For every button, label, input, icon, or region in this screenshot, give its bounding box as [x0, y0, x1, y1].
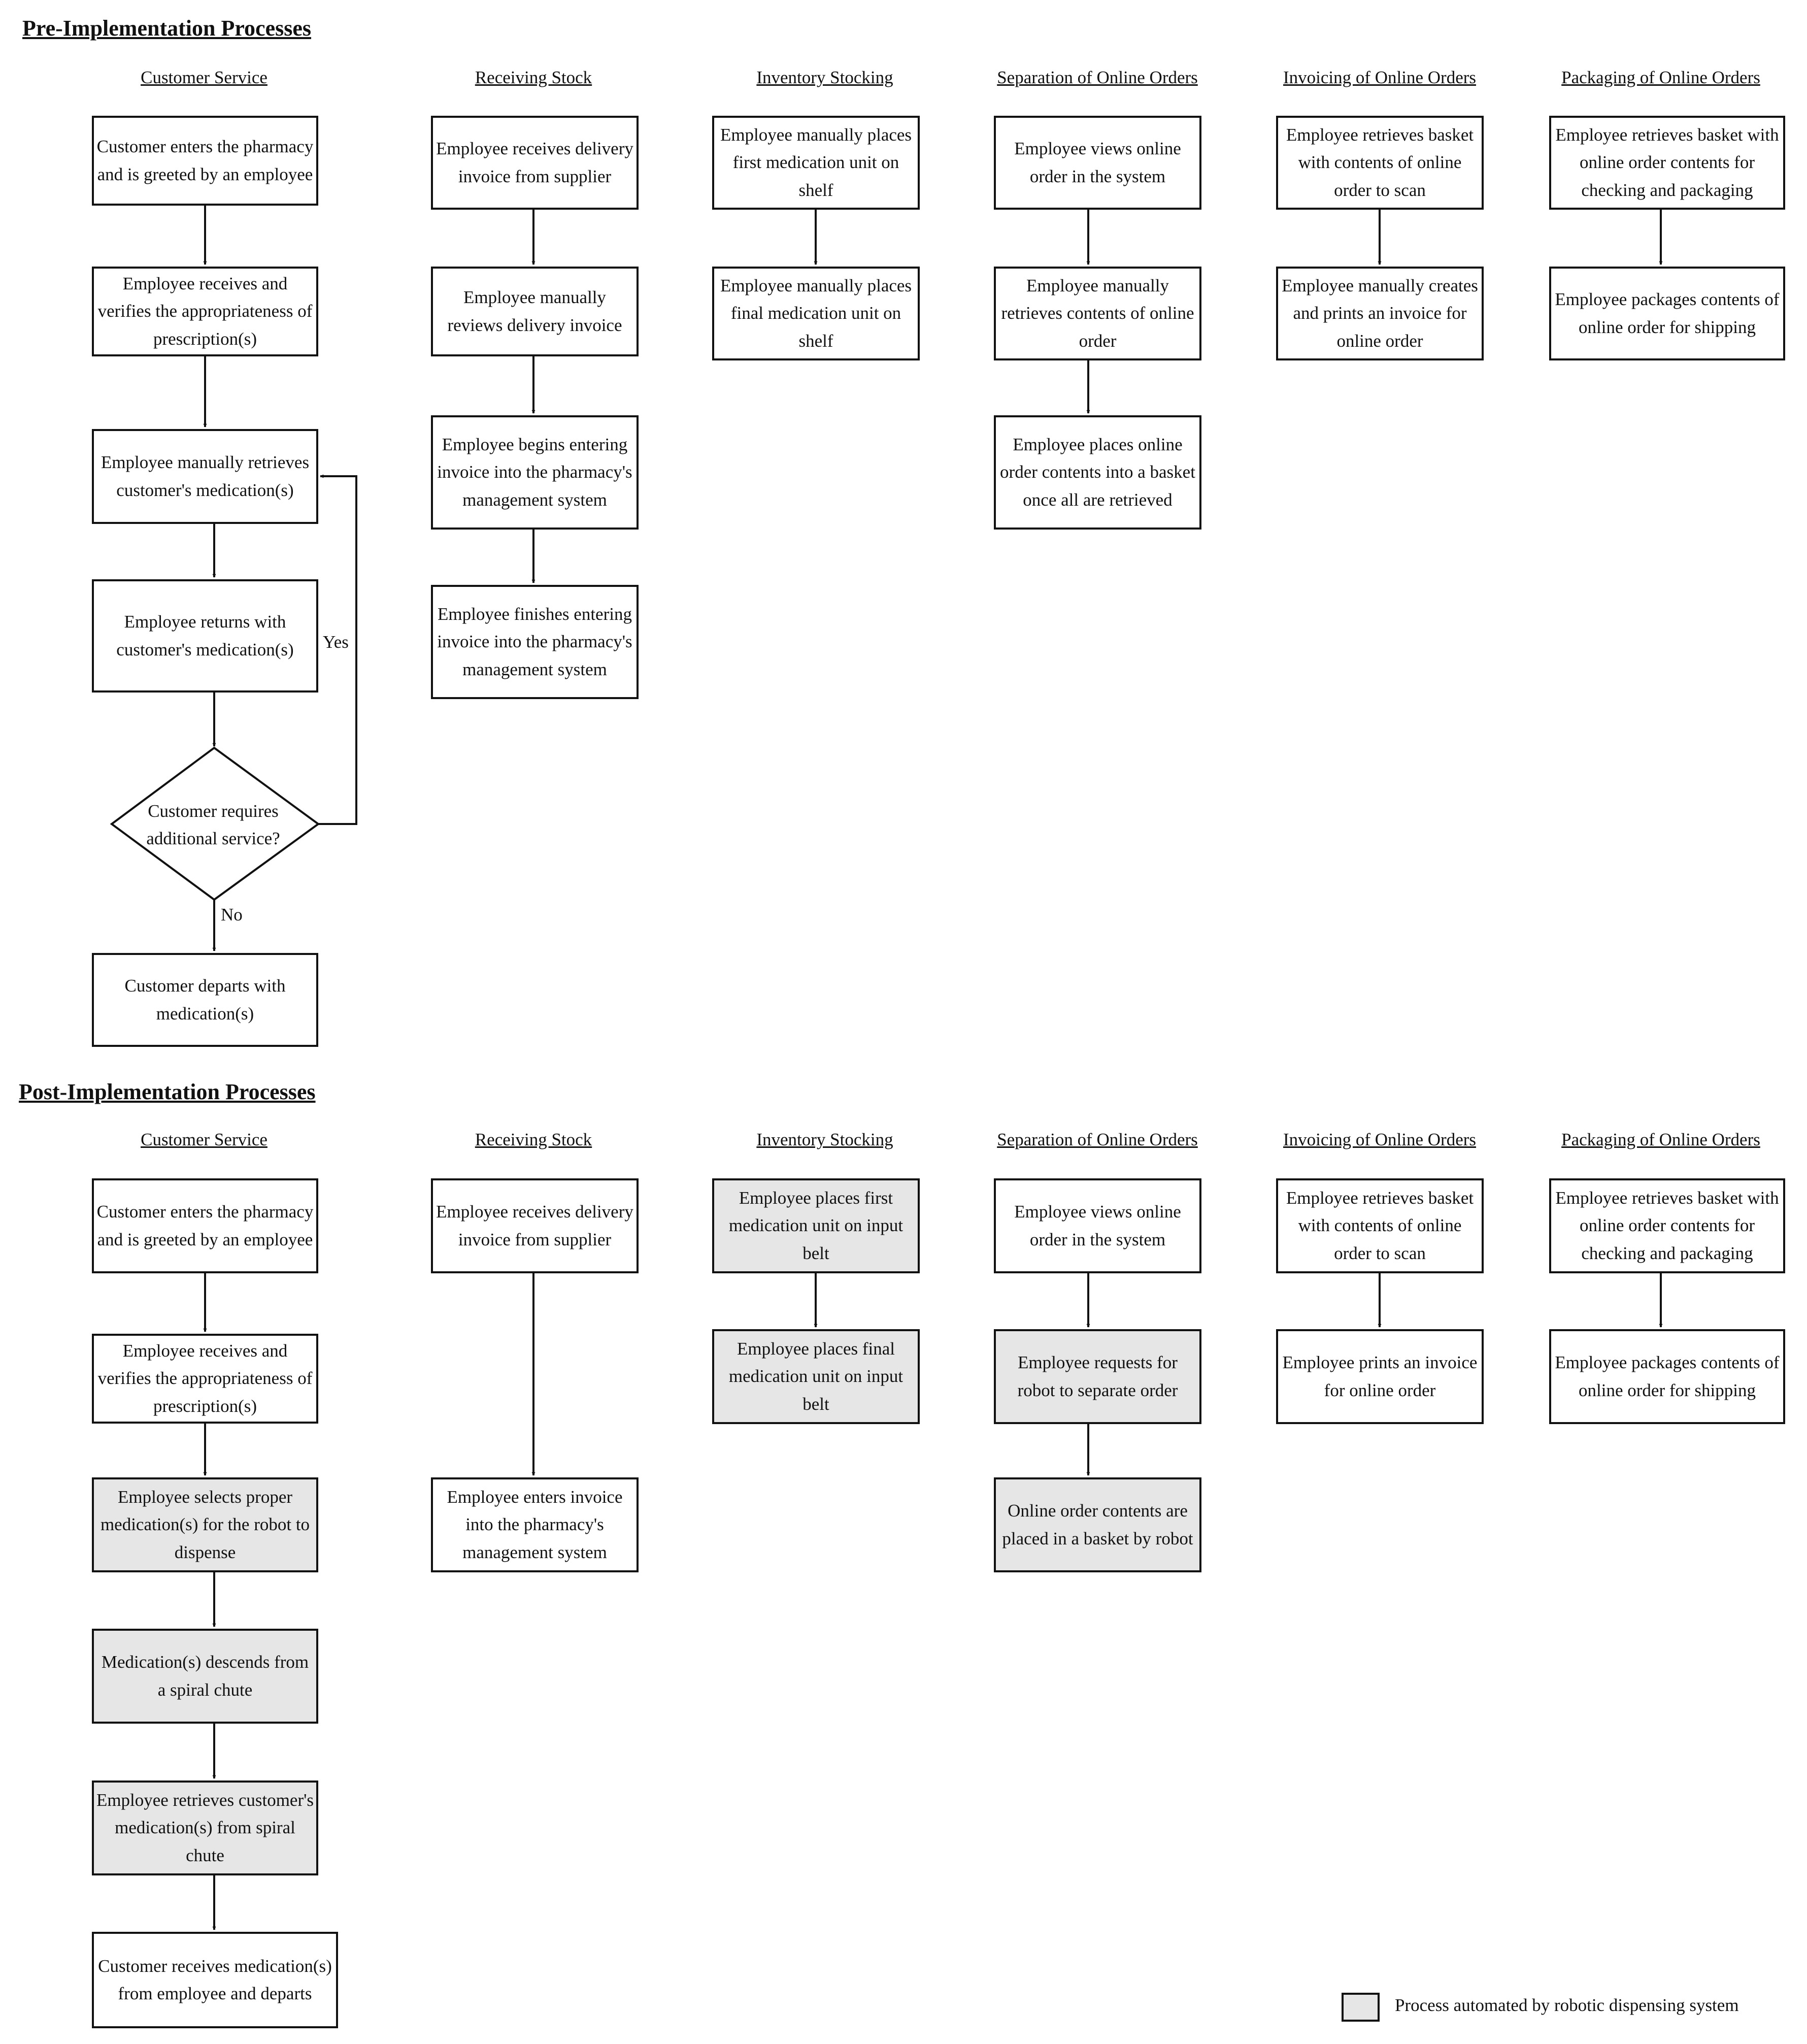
decision-no-label: No — [221, 905, 243, 925]
post-col-title-packaging: Packaging of Online Orders — [1561, 1130, 1760, 1149]
post-so-step-2-automated: Employee requests for robot to separate … — [994, 1329, 1201, 1424]
post-po-step-1: Employee retrieves basket with online or… — [1549, 1178, 1785, 1273]
post-is-step-2-automated: Employee places final medication unit on… — [712, 1329, 920, 1424]
decision-yes-label: Yes — [323, 632, 349, 652]
pre-rs-step-1: Employee receives delivery invoice from … — [431, 116, 639, 210]
post-section-title: Post-Implementation Processes — [19, 1079, 316, 1104]
pre-rs-step-4: Employee finishes entering invoice into … — [431, 585, 639, 699]
post-cs-step-1: Customer enters the pharmacy and is gree… — [92, 1178, 318, 1273]
pre-so-step-1: Employee views online order in the syste… — [994, 116, 1201, 210]
post-io-step-1: Employee retrieves basket with contents … — [1276, 1178, 1484, 1273]
pre-is-step-1: Employee manually places first medicatio… — [712, 116, 920, 210]
pre-col-title-packaging: Packaging of Online Orders — [1561, 68, 1760, 87]
pre-col-title-receiving-stock: Receiving Stock — [475, 68, 592, 87]
pre-col-title-inventory-stocking: Inventory Stocking — [756, 68, 893, 87]
pre-col-title-customer-service: Customer Service — [141, 68, 267, 87]
post-col-title-inventory-stocking: Inventory Stocking — [756, 1130, 893, 1149]
pre-io-step-2: Employee manually creates and prints an … — [1276, 267, 1484, 360]
pre-po-step-1: Employee retrieves basket with online or… — [1549, 116, 1785, 210]
pre-rs-step-2: Employee manually reviews delivery invoi… — [431, 267, 639, 356]
pre-cs-step-6: Customer departs with medication(s) — [92, 953, 318, 1047]
post-io-step-2: Employee prints an invoice for online or… — [1276, 1329, 1484, 1424]
post-is-step-1-automated: Employee places first medication unit on… — [712, 1178, 920, 1273]
post-col-title-customer-service: Customer Service — [141, 1130, 267, 1149]
post-col-title-separation: Separation of Online Orders — [997, 1130, 1198, 1149]
post-so-step-1: Employee views online order in the syste… — [994, 1178, 1201, 1273]
post-cs-step-6: Customer receives medication(s) from emp… — [92, 1932, 338, 2028]
pre-io-step-1: Employee retrieves basket with contents … — [1276, 116, 1484, 210]
legend-automated-label: Process automated by robotic dispensing … — [1395, 1995, 1739, 2015]
pre-rs-step-3: Employee begins entering invoice into th… — [431, 415, 639, 530]
pre-col-title-invoicing: Invoicing of Online Orders — [1283, 68, 1477, 87]
pre-cs-decision: Customer requires additional service? — [146, 801, 280, 848]
post-cs-step-3-automated: Employee selects proper medication(s) fo… — [92, 1477, 318, 1572]
pre-cs-yes-loop — [318, 474, 357, 825]
post-col-title-invoicing: Invoicing of Online Orders — [1283, 1130, 1477, 1149]
pre-so-step-3: Employee places online order contents in… — [994, 415, 1201, 530]
post-rs-step-2: Employee enters invoice into the pharmac… — [431, 1477, 639, 1572]
pre-col-title-separation: Separation of Online Orders — [997, 68, 1198, 87]
post-po-step-2: Employee packages contents of online ord… — [1549, 1329, 1785, 1424]
pre-po-step-2: Employee packages contents of online ord… — [1549, 267, 1785, 360]
pre-so-step-2: Employee manually retrieves contents of … — [994, 267, 1201, 360]
legend-automated-swatch — [1342, 1993, 1380, 2022]
pre-cs-step-1: Customer enters the pharmacy and is gree… — [92, 116, 318, 206]
post-so-step-3-automated: Online order contents are placed in a ba… — [994, 1477, 1201, 1572]
post-cs-step-5-automated: Employee retrieves customer's medication… — [92, 1781, 318, 1875]
post-cs-step-4-automated: Medication(s) descends from a spiral chu… — [92, 1629, 318, 1724]
post-col-title-receiving-stock: Receiving Stock — [475, 1130, 592, 1149]
pre-cs-step-4: Employee returns with customer's medicat… — [92, 579, 318, 693]
pre-cs-step-2: Employee receives and verifies the appro… — [92, 267, 318, 356]
post-cs-step-2: Employee receives and verifies the appro… — [92, 1334, 318, 1424]
pre-section-title: Pre-Implementation Processes — [22, 16, 312, 41]
pre-is-step-2: Employee manually places final medicatio… — [712, 267, 920, 360]
post-rs-step-1: Employee receives delivery invoice from … — [431, 1178, 639, 1273]
pre-cs-step-3: Employee manually retrieves customer's m… — [92, 429, 318, 524]
